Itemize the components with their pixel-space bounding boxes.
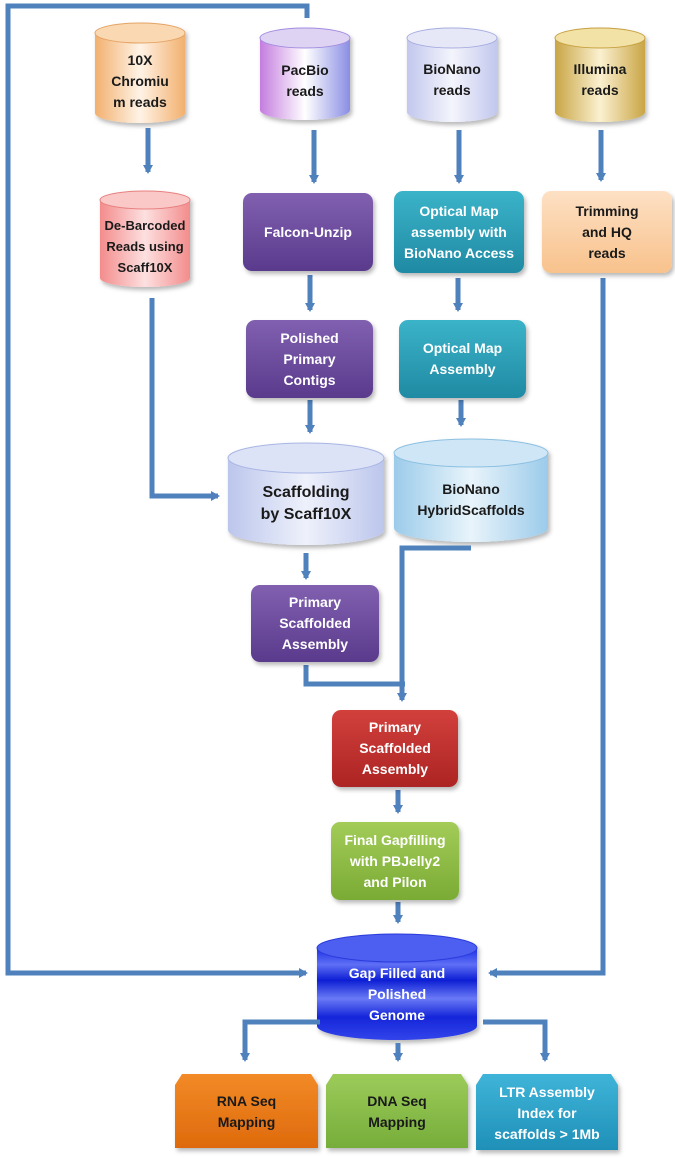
- arrows: [5, 3, 606, 1062]
- arrow-hybrid-to-red: [397, 545, 471, 702]
- step-gapfilling: Final Gapfilling with PBJelly2 and Pilon: [331, 822, 459, 900]
- step-primary-scaffolded-red: Primary Scaffolded Assembly: [332, 710, 458, 787]
- cylinder-final-genome: [316, 933, 478, 1040]
- source-illumina: Illumina reads: [573, 61, 627, 98]
- cylinder-debarcoded: [99, 190, 191, 287]
- output-rna-seq: RNA Seq Mapping: [216, 1093, 277, 1130]
- output-dna-seq: DNA Seq Mapping: [367, 1093, 427, 1130]
- step-primary-scaffolded-purple: Primary Scaffolded Assembly: [251, 585, 379, 662]
- source-bionano: BioNano reads: [423, 61, 481, 98]
- cylinder-10x: [94, 22, 186, 123]
- arrow-primary-to-merge: [303, 665, 405, 687]
- step-final-genome: Gap Filled and Polished Genome: [348, 964, 446, 1023]
- cylinder-scaffolding: [227, 442, 385, 545]
- step-scaffolding: Scaffolding by Scaff10X: [260, 484, 352, 523]
- cylinder-hybrid: [393, 438, 549, 542]
- step-trimming: Trimming and HQ reads: [542, 191, 672, 273]
- step-polished-contigs: Polished Primary Contigs: [246, 320, 373, 398]
- step-debarcoded: De-Barcoded Reads using Scaff10X: [104, 217, 186, 275]
- step-falcon-unzip: Falcon-Unzip: [243, 193, 373, 271]
- step-hybrid: BioNano HybridScaffolds: [417, 481, 525, 518]
- arrow-final-to-ltr: [483, 1019, 550, 1062]
- output-ltr-index: LTR Assembly Index for scaffolds > 1Mb: [494, 1083, 600, 1142]
- cylinder-bionano: [406, 27, 498, 122]
- step-optical-map-access: Optical Map assembly with BioNano Access: [394, 191, 524, 273]
- source-10x: 10X Chromiu m reads: [111, 51, 169, 110]
- cylinder-pacbio: [259, 27, 351, 120]
- cylinder-illumina: [554, 27, 646, 122]
- output-rna-shape: [175, 1074, 318, 1148]
- source-pacbio: PacBio reads: [281, 62, 329, 99]
- output-ltr-shape: [476, 1074, 618, 1150]
- arrow-debarcoded-to-scaffolding: [149, 298, 220, 501]
- arrow-final-to-rna: [240, 1019, 320, 1062]
- output-dna-shape: [326, 1074, 468, 1148]
- arrow-pacbio-loop-to-final: [5, 3, 310, 978]
- arrow-trimming-to-final: [488, 278, 606, 978]
- step-optical-assembly: Optical Map Assembly: [399, 320, 526, 398]
